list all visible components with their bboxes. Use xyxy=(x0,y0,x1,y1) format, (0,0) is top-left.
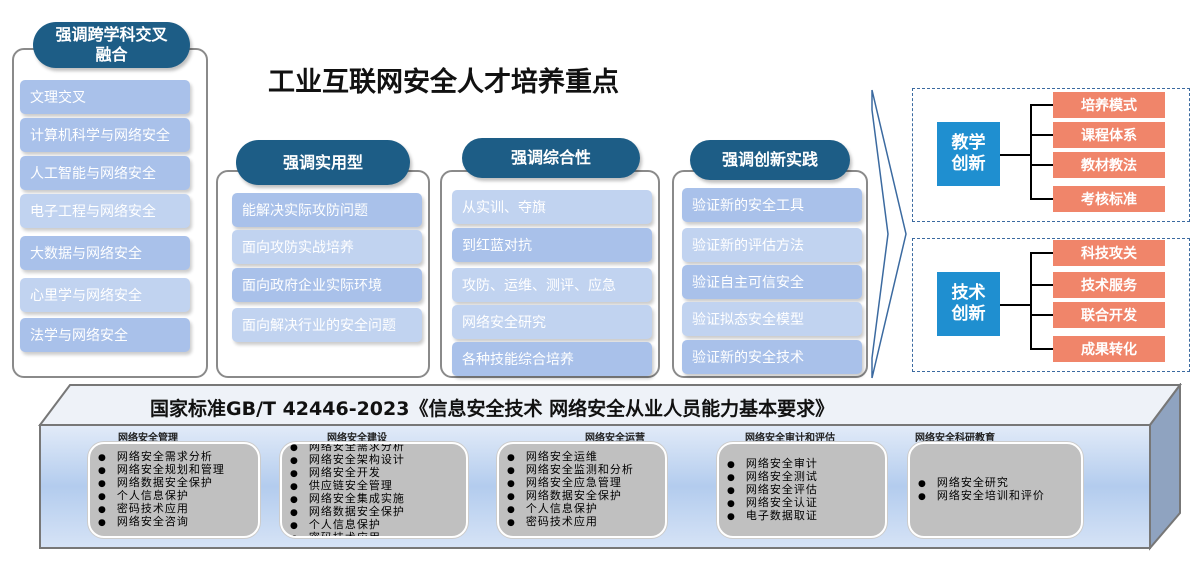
column-item: 电子工程与网络安全 xyxy=(20,194,190,228)
connector-line xyxy=(1030,104,1053,106)
connector-line xyxy=(1030,253,1032,349)
innovation-item: 课程体系 xyxy=(1053,122,1165,148)
column-item: 面向解决行业的安全问题 xyxy=(232,308,422,342)
category-heading: 网络安全科研教育 xyxy=(915,433,995,444)
category-card: 网络安全研究网络安全培训和评价 xyxy=(908,442,1083,538)
category-item: 网络安全监测和分析 xyxy=(507,464,634,477)
category-item: 网络安全培训和评价 xyxy=(918,490,1045,503)
innovation-label: 技术创新 xyxy=(937,272,1000,336)
page-title: 工业互联网安全人才培养重点 xyxy=(268,67,619,98)
column-item: 验证新的评估方法 xyxy=(682,228,862,262)
category-card: 网络安全需求分析网络安全架构设计网络安全开发供应链安全管理网络安全集成实施网络数… xyxy=(280,442,468,538)
column-heading: 强调跨学科交叉融合 xyxy=(33,22,190,68)
standard-title: 国家标准GB/T 42446-2023《信息安全技术 网络安全从业人员能力基本要… xyxy=(150,398,835,420)
connector-line xyxy=(1030,164,1053,166)
category-item: 网络安全测试 xyxy=(727,470,818,484)
connector-line xyxy=(1030,105,1032,199)
category-item: 个人信息保护 xyxy=(98,490,225,503)
category-item: 密码技术应用 xyxy=(507,516,634,529)
connector-line xyxy=(1000,304,1030,306)
column-item: 验证新的安全工具 xyxy=(682,188,862,222)
connector-line xyxy=(1030,314,1053,316)
category-item: 网络安全应急管理 xyxy=(507,477,634,490)
column-item: 能解决实际攻防问题 xyxy=(232,193,422,227)
column-item: 面向攻防实战培养 xyxy=(232,230,422,264)
category-item: 网络安全集成实施 xyxy=(290,493,405,506)
category-item: 网络安全审计 xyxy=(727,457,818,471)
column-item: 验证自主可信安全 xyxy=(682,265,862,299)
innovation-item: 考核标准 xyxy=(1053,186,1165,212)
innovation-group xyxy=(912,88,1190,222)
connector-line xyxy=(1030,284,1053,286)
column-item: 文理交叉 xyxy=(20,80,190,114)
connector-line xyxy=(1030,252,1053,254)
category-heading: 网络安全管理 xyxy=(118,433,178,444)
column-item: 各种技能综合培养 xyxy=(452,342,652,376)
category-item: 供应链安全管理 xyxy=(290,480,405,493)
category-item: 网络安全评估 xyxy=(727,483,818,497)
connector-line xyxy=(1030,134,1053,136)
category-item: 网络安全运维 xyxy=(507,451,634,464)
category-card: 网络安全运维网络安全监测和分析网络安全应急管理网络数据安全保护个人信息保护密码技… xyxy=(497,442,667,538)
category-card: 网络安全审计网络安全测试网络安全评估网络安全认证电子数据取证 xyxy=(717,442,887,538)
category-item: 网络安全认证 xyxy=(727,496,818,510)
column-item: 攻防、运维、测评、应急 xyxy=(452,268,652,302)
category-item: 密码技术应用 xyxy=(98,503,225,516)
column-item: 法学与网络安全 xyxy=(20,318,190,352)
column-item: 人工智能与网络安全 xyxy=(20,156,190,190)
column-heading: 强调创新实践 xyxy=(690,140,850,180)
category-item: 网络安全开发 xyxy=(290,467,405,480)
column-item: 到红蓝对抗 xyxy=(452,228,652,262)
category-item: 个人信息保护 xyxy=(290,519,405,532)
right-arrow-icon xyxy=(871,89,907,379)
column-item: 面向政府企业实际环境 xyxy=(232,268,422,302)
column-item: 验证新的安全技术 xyxy=(682,340,862,374)
column-heading: 强调实用型 xyxy=(236,140,410,185)
category-item: 网络数据安全保护 xyxy=(290,506,405,519)
column-item: 计算机科学与网络安全 xyxy=(20,118,190,152)
column-item: 网络安全研究 xyxy=(452,305,652,339)
column-item: 从实训、夺旗 xyxy=(452,190,652,224)
column-heading: 强调综合性 xyxy=(462,138,640,178)
column-item: 大数据与网络安全 xyxy=(20,236,190,270)
category-item: 电子数据取证 xyxy=(727,509,818,523)
category-heading: 网络安全运营 xyxy=(585,433,645,444)
category-item: 网络数据安全保护 xyxy=(98,477,225,490)
connector-line xyxy=(1030,198,1053,200)
category-item: 网络安全需求分析 xyxy=(98,451,225,464)
innovation-item: 联合开发 xyxy=(1053,302,1165,328)
category-item: 网络安全架构设计 xyxy=(290,454,405,467)
category-item: 网络安全研究 xyxy=(918,477,1045,490)
column-item: 验证拟态安全模型 xyxy=(682,302,862,336)
column-item: 心里学与网络安全 xyxy=(20,278,190,312)
innovation-label: 教学创新 xyxy=(937,122,1000,186)
innovation-item: 培养模式 xyxy=(1053,92,1165,118)
category-heading: 网络安全建设 xyxy=(327,433,387,444)
category-item: 网络数据安全保护 xyxy=(507,490,634,503)
connector-line xyxy=(1030,348,1053,350)
category-item: 网络安全需求分析 xyxy=(290,444,405,454)
category-item: 网络安全规划和管理 xyxy=(98,464,225,477)
category-heading: 网络安全审计和评估 xyxy=(745,433,835,444)
innovation-group xyxy=(912,238,1190,372)
category-item: 个人信息保护 xyxy=(507,503,634,516)
innovation-item: 教材教法 xyxy=(1053,152,1165,178)
category-item: 网络安全咨询 xyxy=(98,516,225,529)
innovation-item: 成果转化 xyxy=(1053,336,1165,362)
innovation-item: 科技攻关 xyxy=(1053,240,1165,266)
category-item: 密码技术应用 xyxy=(290,532,405,537)
category-card: 网络安全需求分析网络安全规划和管理网络数据安全保护个人信息保护密码技术应用网络安… xyxy=(88,442,260,538)
connector-line xyxy=(1000,154,1030,156)
innovation-item: 技术服务 xyxy=(1053,272,1165,298)
